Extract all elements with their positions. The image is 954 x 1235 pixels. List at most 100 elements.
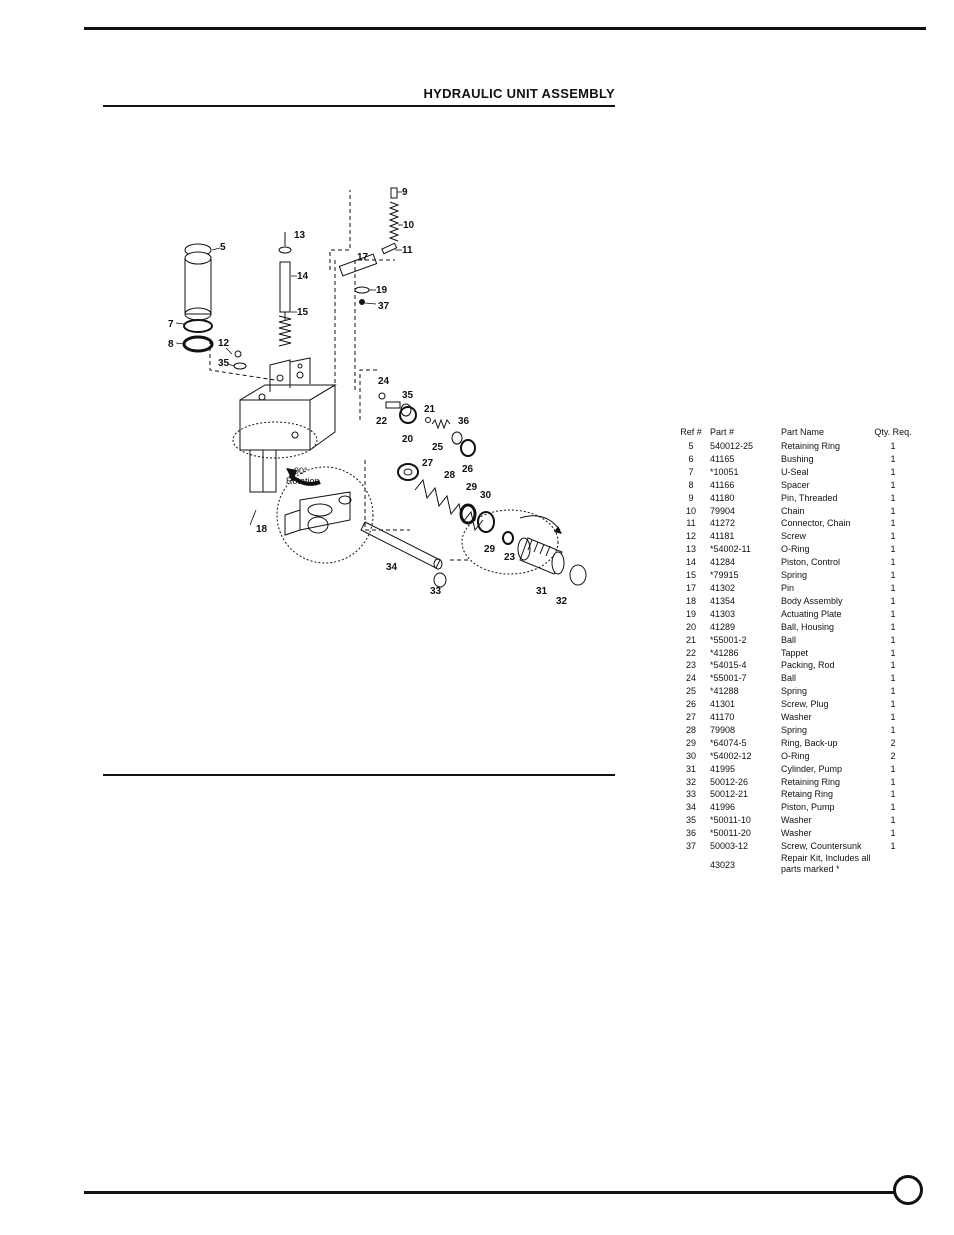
- assembly-line: [329, 190, 351, 270]
- callout-18: 18: [256, 524, 268, 535]
- cell-part-name: Ball: [781, 673, 797, 684]
- callout-21: 21: [424, 404, 436, 415]
- cell-ref: 11: [686, 518, 696, 529]
- cell-ref: 26: [685, 699, 696, 710]
- cell-part-name: Screw: [781, 531, 807, 542]
- cell-part-number: *55001-7: [710, 673, 747, 684]
- countersunk-screw-part: [359, 299, 365, 305]
- cell-ref: 9: [688, 492, 694, 503]
- cell-ref: 15: [685, 570, 696, 581]
- callout-17: 17: [357, 252, 369, 263]
- kit-cell-part-number: 43023: [710, 860, 736, 870]
- cell-part-number: *10051: [710, 466, 739, 477]
- screw-part: [234, 350, 242, 358]
- cell-ref: 35: [685, 815, 696, 826]
- title-rule: [103, 105, 615, 107]
- control-piston-part: [279, 261, 291, 313]
- callout-22: 22: [376, 416, 388, 427]
- page-title: HYDRAULIC UNIT ASSEMBLY: [423, 86, 615, 101]
- cell-ref: 6: [688, 453, 694, 464]
- cell-ref: 10: [685, 505, 696, 516]
- cell-ref: 8: [688, 479, 694, 490]
- cell-part-number: *41286: [710, 647, 739, 658]
- header-qty: Qty. Req.: [874, 427, 912, 437]
- callout-24: 24: [378, 376, 390, 387]
- cell-qty: 1: [890, 647, 896, 658]
- cell-part-number: 41289: [710, 621, 736, 632]
- cell-part-name: Spring: [781, 570, 808, 581]
- cell-part-name: Screw, Plug: [781, 699, 829, 710]
- actuating-plate-part: [354, 286, 370, 294]
- header-part-name: Part Name: [781, 427, 825, 437]
- cell-qty: 1: [890, 712, 896, 723]
- cell-part-name: Washer: [781, 828, 812, 839]
- cell-ref: 33: [685, 789, 696, 800]
- cell-part-number: *50011-20: [710, 828, 751, 839]
- ball-part: [378, 392, 386, 400]
- tappet-part: [385, 401, 401, 409]
- cell-part-number: *50011-10: [710, 815, 751, 826]
- cell-part-name: Bushing: [781, 453, 814, 464]
- footer-rule: [84, 1191, 896, 1194]
- table-row: 31 41995 Cylinder, Pump 1: [672, 763, 913, 776]
- callout-29-b: 29: [484, 544, 496, 555]
- cell-part-number: 41995: [710, 763, 736, 774]
- cell-ref: 36: [685, 828, 696, 839]
- cell-part-name: Actuating Plate: [781, 608, 842, 619]
- cell-ref: 21: [685, 634, 696, 645]
- cell-part-number: 41166: [710, 479, 735, 490]
- cell-ref: 31: [685, 763, 696, 774]
- cell-part-number: 50003-12: [710, 841, 749, 852]
- cell-part-name: Washer: [781, 712, 812, 723]
- cell-qty: 1: [890, 531, 896, 542]
- callout-11: 11: [402, 245, 413, 256]
- o-ring-part: [278, 246, 292, 254]
- cell-qty: 1: [890, 621, 896, 632]
- cell-part-name: Packing, Rod: [781, 660, 835, 671]
- pin-part: [338, 253, 378, 277]
- cell-part-number: 41996: [710, 802, 736, 813]
- o-ring-part: [477, 511, 495, 533]
- cell-part-number: 50012-26: [710, 776, 749, 787]
- cell-ref: 18: [685, 595, 696, 606]
- cell-qty: 1: [890, 479, 896, 490]
- cell-part-name: Pin: [781, 582, 795, 593]
- cell-part-name: U-Seal: [781, 466, 809, 477]
- cell-ref: 5: [688, 441, 694, 451]
- cell-part-name: O-Ring: [781, 750, 810, 761]
- cell-ref: 17: [685, 582, 696, 593]
- cell-ref: 32: [685, 776, 696, 787]
- cell-ref: 34: [685, 802, 696, 813]
- header-part-number: Part #: [710, 427, 735, 437]
- cell-qty: 1: [890, 466, 896, 477]
- body-assembly-part: [232, 357, 374, 564]
- cell-qty: 1: [890, 802, 896, 813]
- ball-housing-part: [399, 406, 417, 424]
- callout-32: 32: [556, 596, 568, 607]
- cell-part-number: 79908: [710, 724, 736, 735]
- cell-part-name: Connector, Chain: [781, 518, 851, 529]
- cell-part-number: *54002-12: [710, 750, 752, 761]
- cell-ref: 20: [685, 621, 696, 632]
- cell-qty: 1: [890, 595, 896, 606]
- cell-part-number: *54002-11: [710, 544, 751, 555]
- cell-ref: 19: [685, 608, 696, 619]
- cell-part-name: Tappet: [781, 647, 809, 658]
- cell-ref: 25: [685, 686, 696, 697]
- cell-qty: 1: [890, 763, 896, 774]
- cell-part-name: Cylinder, Pump: [781, 763, 843, 774]
